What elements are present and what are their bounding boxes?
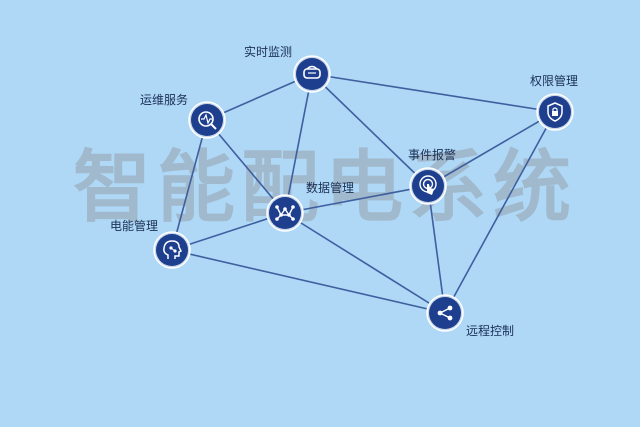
- waveform-search-icon: [198, 111, 217, 130]
- node-label-quanxian: 权限管理: [529, 74, 579, 88]
- node-label-shijian: 事件报警: [407, 148, 457, 162]
- edge-dianneng-yuancheng: [171, 249, 446, 314]
- watermark-title: 智能配电系统: [72, 143, 577, 233]
- touch-tap-icon: [419, 175, 437, 195]
- edge-shishi-shijian: [311, 73, 429, 187]
- node-shishi[interactable]: [293, 55, 331, 93]
- edge-shuju-dianneng: [171, 212, 286, 251]
- node-label-yuancheng: 远程控制: [465, 324, 515, 338]
- node-shuju[interactable]: [266, 194, 304, 232]
- edge-shuju-yuancheng: [284, 212, 446, 314]
- node-shijian[interactable]: [409, 167, 447, 205]
- edge-shishi-quanxian: [311, 73, 556, 113]
- node-label-shuju: 数据管理: [305, 181, 355, 195]
- ai-head-icon: [163, 240, 183, 259]
- edge-shijian-shuju: [284, 185, 429, 214]
- edge-quanxian-shijian: [427, 111, 556, 187]
- vr-headset-icon: [303, 65, 321, 79]
- node-yunwei[interactable]: [188, 101, 226, 139]
- edge-shishi-yunwei: [206, 73, 313, 121]
- node-label-dianneng: 电能管理: [109, 219, 159, 233]
- edge-quanxian-yuancheng: [444, 111, 556, 314]
- shield-lock-icon: [547, 102, 563, 122]
- node-dianneng[interactable]: [153, 231, 191, 269]
- node-label-yunwei: 运维服务: [139, 93, 189, 107]
- node-yuancheng[interactable]: [426, 294, 464, 332]
- edge-yunwei-shuju: [206, 119, 286, 214]
- network-graph-icon: [275, 205, 295, 221]
- edge-shijian-yuancheng: [427, 185, 446, 314]
- edge-yunwei-dianneng: [171, 119, 208, 251]
- share-icon: [437, 305, 453, 321]
- node-label-shishi: 实时监测: [243, 45, 293, 59]
- node-quanxian[interactable]: [536, 93, 574, 131]
- edge-shishi-shuju: [284, 73, 313, 214]
